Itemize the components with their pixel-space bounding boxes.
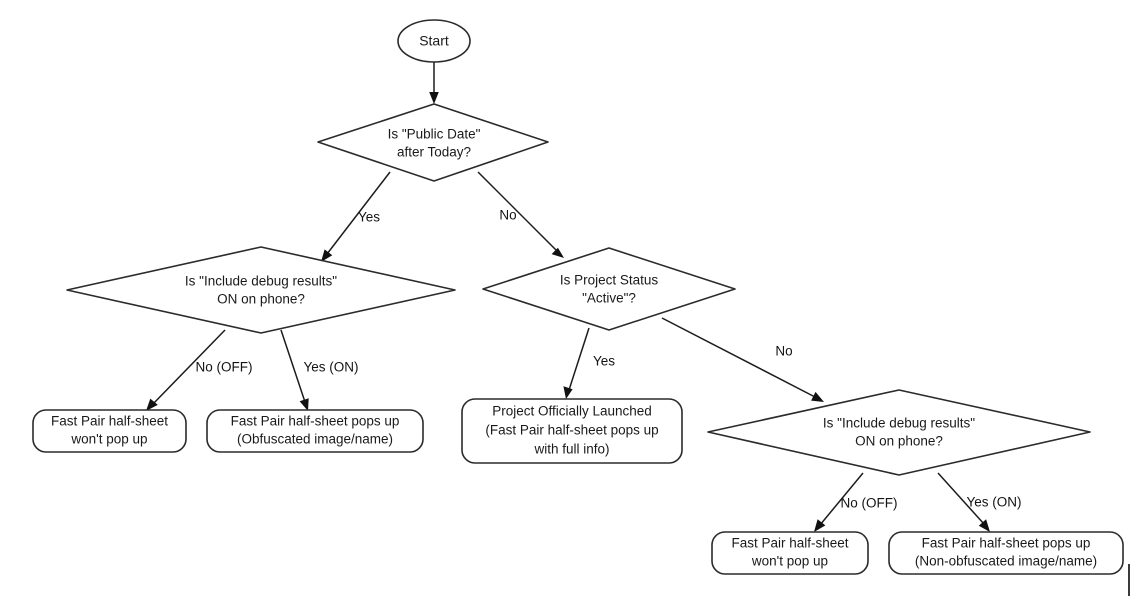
node-outcome-right-off-line1: Fast Pair half-sheet	[731, 536, 848, 551]
node-outcome-left-off-line1: Fast Pair half-sheet	[51, 414, 168, 429]
node-outcome-right-off-line2: won't pop up	[751, 554, 828, 569]
node-outcome-left-on[interactable]: Fast Pair half-sheet pops up (Obfuscated…	[206, 409, 424, 453]
page-edge-artifact	[1128, 564, 1130, 596]
edge-public-date-no: No	[477, 171, 564, 258]
node-outcome-left-on-line1: Fast Pair half-sheet pops up	[231, 414, 400, 429]
node-decision-debug-left-line1: Is "Include debug results"	[185, 274, 337, 289]
node-decision-debug-right-line1: Is "Include debug results"	[823, 416, 975, 431]
node-decision-debug-left-line2: ON on phone?	[217, 292, 305, 307]
node-outcome-launched-line3: with full info)	[533, 442, 609, 457]
edge-label-public-date-yes: Yes	[358, 210, 380, 225]
edge-start-to-public-date	[429, 62, 439, 104]
edge-label-debug-left-no: No (OFF)	[196, 360, 253, 375]
node-outcome-right-off[interactable]: Fast Pair half-sheet won't pop up	[711, 531, 869, 575]
edge-label-public-date-no: No	[499, 208, 516, 223]
edge-label-debug-right-yes: Yes (ON)	[966, 495, 1021, 510]
edge-project-status-yes: Yes	[563, 327, 615, 399]
node-decision-project-status-line2: "Active"?	[582, 291, 636, 306]
node-outcome-right-on-line1: Fast Pair half-sheet pops up	[922, 536, 1091, 551]
edge-label-project-status-no: No	[775, 344, 792, 359]
node-decision-debug-right[interactable]: Is "Include debug results" ON on phone?	[707, 389, 1091, 476]
edge-label-debug-left-yes: Yes (ON)	[303, 360, 358, 375]
node-outcome-launched[interactable]: Project Officially Launched (Fast Pair h…	[461, 398, 683, 464]
node-decision-public-date-line2: after Today?	[397, 145, 471, 160]
node-outcome-left-off-line2: won't pop up	[70, 432, 147, 447]
edge-public-date-yes: Yes	[321, 171, 391, 262]
node-outcome-right-on[interactable]: Fast Pair half-sheet pops up (Non-obfusc…	[888, 531, 1124, 575]
node-start-label: Start	[419, 33, 449, 49]
node-outcome-left-off[interactable]: Fast Pair half-sheet won't pop up	[32, 409, 187, 453]
edge-project-status-no: No	[661, 317, 824, 402]
node-outcome-launched-line2: (Fast Pair half-sheet pops up	[485, 423, 658, 438]
node-decision-debug-right-line2: ON on phone?	[855, 434, 943, 449]
node-outcome-launched-line1: Project Officially Launched	[492, 404, 652, 419]
edge-debug-right-yes: Yes (ON)	[937, 472, 1022, 532]
edge-debug-right-no: No (OFF)	[814, 472, 898, 532]
node-start[interactable]: Start	[397, 19, 471, 63]
node-outcome-right-on-line2: (Non-obfuscated image/name)	[915, 554, 1097, 569]
edge-label-debug-right-no: No (OFF)	[841, 496, 898, 511]
node-decision-public-date[interactable]: Is "Public Date" after Today?	[317, 103, 549, 182]
node-decision-project-status[interactable]: Is Project Status "Active"?	[482, 247, 736, 331]
node-decision-debug-left[interactable]: Is "Include debug results" ON on phone?	[66, 246, 456, 334]
edge-debug-left-no: No (OFF)	[146, 329, 253, 411]
node-outcome-left-on-line2: (Obfuscated image/name)	[237, 432, 393, 447]
edge-debug-left-yes: Yes (ON)	[280, 329, 359, 411]
node-decision-public-date-line1: Is "Public Date"	[388, 127, 481, 142]
node-decision-project-status-line1: Is Project Status	[560, 273, 659, 288]
edge-label-project-status-yes: Yes	[593, 354, 615, 369]
